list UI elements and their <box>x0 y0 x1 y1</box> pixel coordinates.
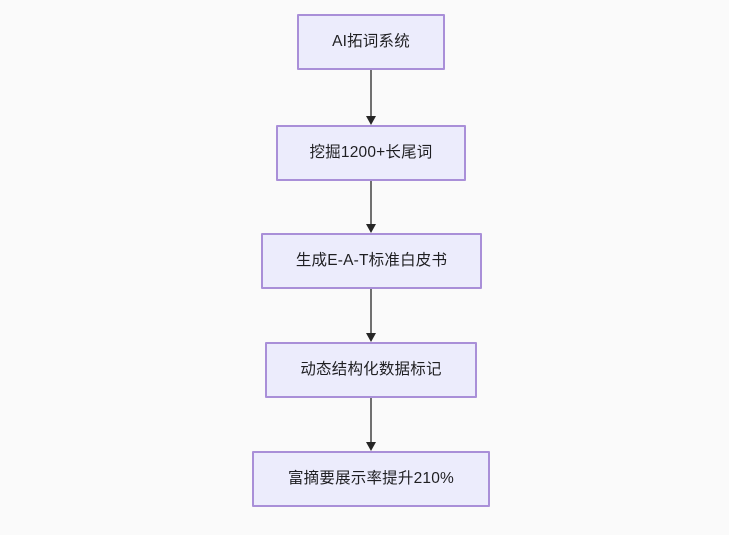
connector-node1-node2 <box>366 70 377 125</box>
connector-stem <box>370 398 373 442</box>
arrowhead-icon <box>366 442 376 451</box>
flow-node-mine-longtail-keywords[interactable]: 挖掘1200+长尾词 <box>276 125 466 181</box>
connector-node4-node5 <box>366 398 377 451</box>
flow-node-label: 挖掘1200+长尾词 <box>309 144 433 162</box>
connector-node2-node3 <box>366 181 377 233</box>
connector-stem <box>370 70 373 116</box>
connector-stem <box>370 289 373 333</box>
connector-stem <box>370 181 373 224</box>
arrowhead-icon <box>366 333 376 342</box>
flow-node-ai-keyword-system[interactable]: AI拓词系统 <box>297 14 445 70</box>
flow-node-rich-snippet-rate-increase[interactable]: 富摘要展示率提升210% <box>252 451 490 507</box>
flow-node-label: AI拓词系统 <box>332 33 410 51</box>
arrowhead-icon <box>366 224 376 233</box>
flow-node-label: 富摘要展示率提升210% <box>287 470 455 488</box>
flow-node-label: 动态结构化数据标记 <box>300 361 442 379</box>
flow-node-generate-eat-whitepaper[interactable]: 生成E-A-T标准白皮书 <box>261 233 482 289</box>
flow-node-label: 生成E-A-T标准白皮书 <box>295 252 448 270</box>
flow-node-dynamic-structured-data-markup[interactable]: 动态结构化数据标记 <box>265 342 477 398</box>
connector-node3-node4 <box>366 289 377 342</box>
arrowhead-icon <box>366 116 376 125</box>
